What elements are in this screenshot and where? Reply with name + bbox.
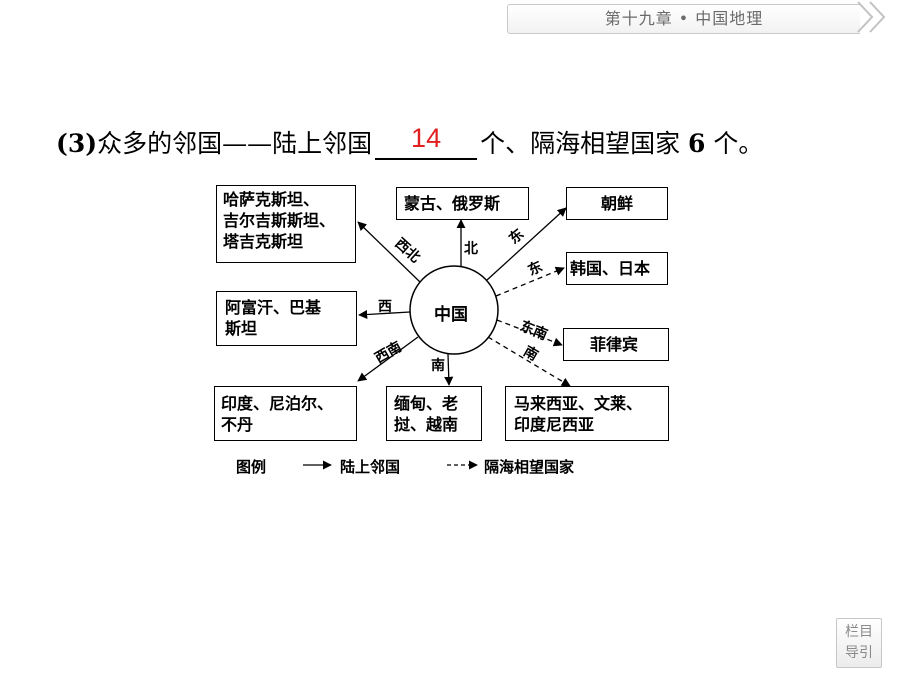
label-south: 南 [431,358,445,374]
label-west: 西 [378,299,392,315]
china-label: 中国 [434,305,468,325]
box-north: 蒙古、俄罗斯 [396,187,529,220]
box-east-land: 朝鲜 [566,187,668,220]
box-west: 阿富汗、巴基 斯坦 [216,291,357,346]
arrow-west [358,309,411,320]
arrow-southeast-sea [496,319,563,347]
question-middle: 个、隔海相望国家 [480,129,681,158]
arrow-south [444,353,454,386]
label-north: 北 [464,241,478,257]
answer-text: 14 [411,123,442,153]
chapter-header-tab: 第十九章 • 中国地理 [507,4,860,34]
nav-line2: 导引 [845,645,873,661]
arrow-southwest [357,336,419,382]
question-number: (3) [56,129,98,158]
nav-line1: 栏目 [845,624,873,640]
arrow-south-sea [487,336,571,387]
legend-title: 图例 [236,458,267,476]
chapter-title: 第十九章 • 中国地理 [604,9,764,28]
double-chevron-icon [857,1,886,33]
question-prefix: 众多的邻国——陆上邻国 [97,129,373,158]
box-southwest: 印度、尼泊尔、 不丹 [214,386,357,441]
box-south-sea: 马来西亚、文莱、 印度尼西亚 [505,386,669,441]
arrow-east-sea [495,266,565,297]
legend-sea-label: 隔海相望国家 [484,458,575,476]
legend-land-label: 陆上邻国 [340,458,401,476]
sea-neighbor-count: 6 [688,129,706,158]
section-nav-button[interactable]: 栏目 导引 [836,618,882,668]
arrow-east-land [486,207,567,281]
box-northwest: 哈萨克斯坦、 吉尔吉斯斯坦、 塔吉克斯坦 [216,185,356,263]
question-line: (3)众多的邻国——陆上邻国 14 个、隔海相望国家 6 个。 [56,123,764,160]
answer-blank: 14 [375,123,478,160]
box-southeast-sea: 菲律宾 [563,328,669,361]
question-suffix: 个。 [713,129,764,158]
arrow-northwest [357,221,421,283]
box-east-sea: 韩国、日本 [566,252,668,285]
china-circle [409,265,499,355]
box-south: 缅甸、老 挝、越南 [386,386,482,441]
